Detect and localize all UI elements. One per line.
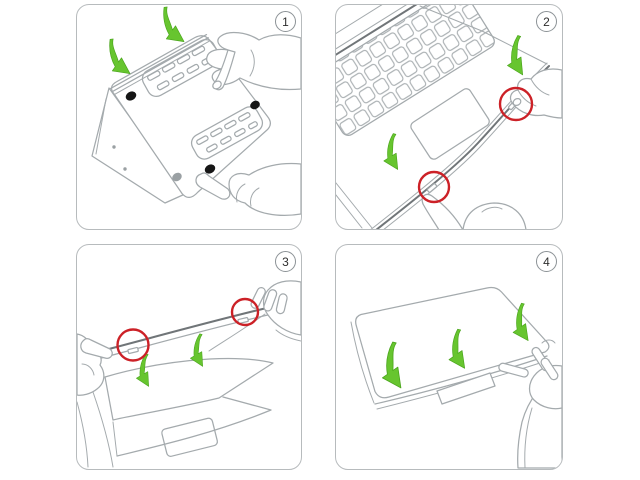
- hand-left: [77, 333, 114, 468]
- press-arrow-icon: [190, 333, 203, 367]
- clip-highlight-ring-icon: [417, 170, 451, 204]
- hand-right: [498, 339, 562, 469]
- hand-top-right: [206, 31, 301, 91]
- step-number: 1: [282, 14, 289, 29]
- laptop-base: [112, 396, 272, 457]
- hand-bottom-right: [195, 162, 301, 216]
- press-arrow-icon: [109, 38, 131, 74]
- press-arrow-icon: [448, 328, 466, 369]
- step-4-illustration: [350, 286, 562, 469]
- rubber-foot: [172, 172, 182, 182]
- rubber-foot: [125, 91, 137, 101]
- front-lip: [436, 372, 496, 405]
- panel-step-4: 4: [335, 244, 563, 470]
- hand-bottom-thumb: [421, 193, 527, 229]
- step-3-illustration: [77, 280, 301, 468]
- trackpad: [161, 417, 219, 457]
- panel-step-2: 2: [335, 4, 563, 230]
- clip-highlight-ring-icon: [116, 328, 150, 362]
- laptop-lid: [104, 357, 274, 421]
- step-number-badge: 2: [536, 11, 557, 32]
- forearm-line: [208, 313, 266, 352]
- rubber-foot: [204, 164, 216, 174]
- step-2-illustration: [336, 5, 562, 229]
- step-number: 2: [543, 14, 550, 29]
- trackpad: [410, 88, 490, 160]
- clip-highlight-ring-icon: [498, 86, 534, 122]
- step-number-badge: 1: [275, 11, 296, 32]
- step-number: 3: [282, 254, 289, 269]
- vent-grille: [190, 106, 264, 160]
- step-1-illustration: [91, 6, 301, 216]
- case-clip: [426, 183, 438, 193]
- press-arrow-icon: [163, 6, 185, 42]
- hand-right: [509, 68, 562, 119]
- press-arrow-icon: [512, 302, 529, 341]
- rubber-foot: [250, 100, 260, 110]
- panel-step-3: 3: [76, 244, 302, 470]
- cover-clip: [237, 316, 249, 324]
- press-arrow-icon: [136, 353, 149, 387]
- step-number-badge: 3: [275, 251, 296, 272]
- press-arrow-icon: [507, 35, 524, 76]
- panel-step-1: 1: [76, 4, 302, 230]
- deck-side-edge: [419, 5, 548, 65]
- keyboard: [336, 5, 495, 136]
- press-arrow-icon: [383, 133, 399, 170]
- cover-clip: [127, 346, 139, 355]
- clip-highlight-ring-icon: [230, 297, 260, 327]
- top-cover: [350, 286, 550, 410]
- step-number: 4: [543, 254, 550, 269]
- step-number-badge: 4: [536, 251, 557, 272]
- press-arrow-icon: [382, 341, 402, 389]
